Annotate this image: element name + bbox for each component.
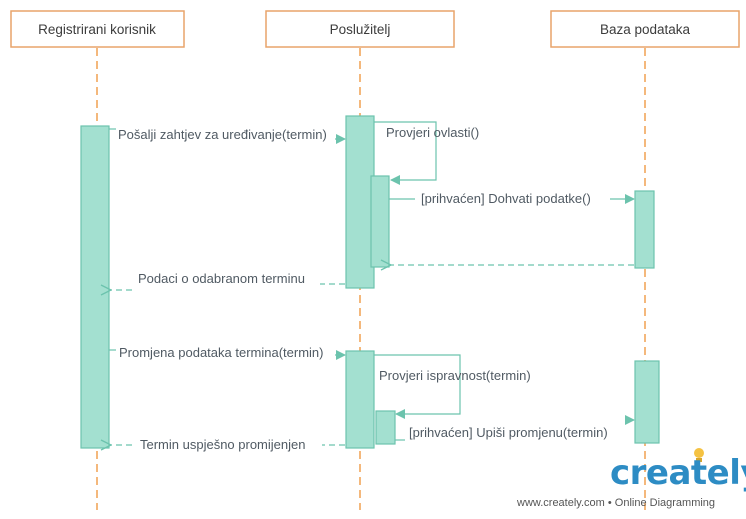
message-label-8: Termin uspješno promijenjen: [140, 437, 305, 452]
participant-server-label: Poslužitelj: [330, 22, 391, 37]
brand-logo[interactable]: creately: [610, 453, 746, 493]
activation-server-2-nested[interactable]: [375, 410, 396, 445]
activation-server-1[interactable]: [345, 115, 375, 289]
activation-db-2[interactable]: [634, 360, 660, 444]
brand-tagline: www.creately.com • Online Diagramming: [517, 497, 716, 509]
self-call-arrow-6[interactable]: [374, 354, 461, 419]
activation-db-1[interactable]: [634, 190, 655, 269]
activation-user[interactable]: [80, 125, 110, 449]
message-label-1: Pošalji zahtjev za uređivanje(termin): [118, 127, 327, 142]
message-label-5: Promjena podataka termina(termin): [119, 345, 323, 360]
activation-server-2[interactable]: [345, 350, 375, 449]
lightbulb-icon: [694, 448, 704, 462]
message-label-6: Provjeri ispravnost(termin): [379, 368, 531, 383]
participant-server[interactable]: Poslužitelj: [265, 10, 455, 48]
message-label-7: [prihvaćen] Upiši promjenu(termin): [409, 425, 608, 440]
message-label-2: Provjeri ovlasti(): [386, 125, 479, 140]
message-label-3: [prihvaćen] Dohvati podatke(): [421, 191, 591, 206]
activation-server-1-nested[interactable]: [370, 175, 390, 268]
participant-db[interactable]: Baza podataka: [550, 10, 740, 48]
participant-user-label: Registrirani korisnik: [38, 22, 156, 37]
participant-user[interactable]: Registrirani korisnik: [10, 10, 185, 48]
self-call-arrow-2[interactable]: [374, 121, 437, 185]
participant-db-label: Baza podataka: [600, 22, 691, 37]
message-label-4: Podaci o odabranom terminu: [138, 271, 305, 286]
